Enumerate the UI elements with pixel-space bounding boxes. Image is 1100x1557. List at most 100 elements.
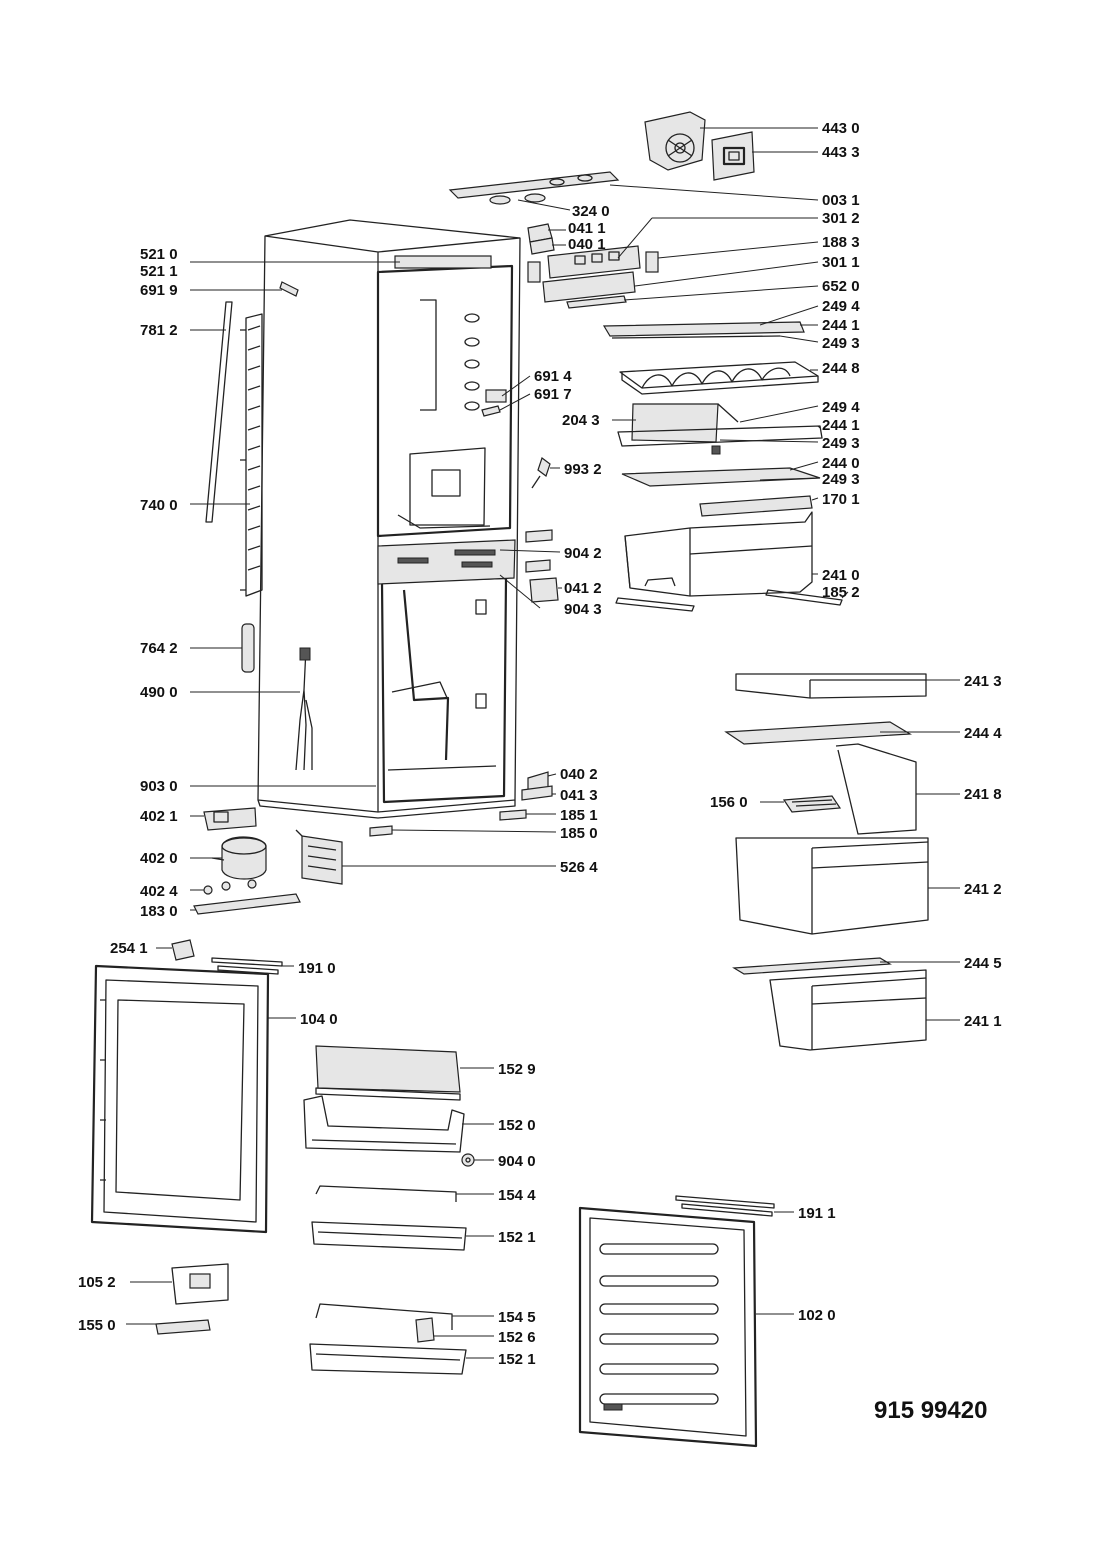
small-clips-part (481, 389, 507, 417)
bottle-balcony-lower-part (309, 1343, 467, 1375)
label-904-0: 904 0 (498, 1153, 536, 1170)
fridge-door-part (90, 964, 270, 1234)
label-185-2: 185 2 (822, 584, 860, 601)
compressor-tray-part (203, 807, 257, 831)
freezer-door-part (578, 1206, 758, 1448)
label-521-0: 521 0 (140, 246, 178, 263)
label-993-2: 993 2 (564, 461, 602, 478)
refrigerator-cabinet-part (257, 219, 521, 819)
top-hinge-part (527, 223, 555, 255)
label-244-4: 244 4 (964, 725, 1002, 742)
label-904-2: 904 2 (564, 545, 602, 562)
back-condenser-part (205, 301, 263, 597)
washer-part (461, 1153, 475, 1167)
ice-tray-part (782, 795, 842, 813)
balcony-rail-lower-part (315, 1303, 453, 1330)
lower-glass-shelf-part (621, 467, 821, 487)
lid-caps-part (489, 193, 546, 205)
label-041-3: 041 3 (560, 787, 598, 804)
shelf-box-part (617, 403, 823, 455)
label-244-1-upper: 244 1 (822, 317, 860, 334)
label-152-0: 152 0 (498, 1117, 536, 1134)
label-191-0: 191 0 (298, 960, 336, 977)
label-241-8: 241 8 (964, 786, 1002, 803)
label-244-5: 244 5 (964, 955, 1002, 972)
feet-part (369, 809, 527, 837)
label-249-3-lower: 249 3 (822, 471, 860, 488)
drawer-rails-part (615, 589, 843, 612)
freezer-door-gasket-part (675, 1195, 775, 1217)
label-204-3: 204 3 (562, 412, 600, 429)
grommets-part (203, 879, 257, 895)
label-040-2: 040 2 (560, 766, 598, 783)
wine-rack-part (619, 361, 819, 395)
freezer-drawer-lower-part (769, 969, 927, 1051)
label-040-1: 040 1 (568, 236, 606, 253)
door-stop-part (171, 939, 195, 961)
label-691-4: 691 4 (534, 368, 572, 385)
power-cord-part (295, 647, 313, 771)
label-003-1: 003 1 (822, 192, 860, 209)
label-249-4-upper: 249 4 (822, 298, 860, 315)
label-443-0: 443 0 (822, 120, 860, 137)
label-241-0: 241 0 (822, 567, 860, 584)
label-244-8: 244 8 (822, 360, 860, 377)
label-183-0: 183 0 (140, 903, 178, 920)
label-191-1: 191 1 (798, 1205, 836, 1222)
small-pin-part (279, 281, 299, 297)
fan-motor-part (644, 111, 706, 171)
label-652-0: 652 0 (822, 278, 860, 295)
balcony-rail-upper-part (315, 1185, 457, 1202)
label-188-3: 188 3 (822, 234, 860, 251)
label-152-6: 152 6 (498, 1329, 536, 1346)
label-490-0: 490 0 (140, 684, 178, 701)
top-cover-part (448, 171, 620, 199)
label-154-4: 154 4 (498, 1187, 536, 1204)
freezer-flap-part (835, 743, 917, 835)
label-244-0: 244 0 (822, 455, 860, 472)
label-156-0: 156 0 (710, 794, 748, 811)
label-249-3-middle: 249 3 (822, 435, 860, 452)
label-170-1: 170 1 (822, 491, 860, 508)
freezer-tray-part (735, 673, 927, 699)
label-249-3-upper: 249 3 (822, 335, 860, 352)
label-443-3: 443 3 (822, 144, 860, 161)
label-740-0: 740 0 (140, 497, 178, 514)
bottle-balcony-upper-part (311, 1221, 467, 1251)
label-152-1-upper: 152 1 (498, 1229, 536, 1246)
label-691-9: 691 9 (140, 282, 178, 299)
electronic-module-part (295, 829, 343, 885)
label-102-0: 102 0 (798, 1307, 836, 1324)
fan-cover-part (711, 131, 755, 181)
label-526-4: 526 4 (560, 859, 598, 876)
label-402-0: 402 0 (140, 850, 178, 867)
hinge-kit-part (171, 1263, 229, 1305)
label-185-0: 185 0 (560, 825, 598, 842)
label-041-2: 041 2 (564, 580, 602, 597)
part-labels: 443 0 443 3 003 1 324 0 041 1 040 1 301 … (78, 120, 1002, 1368)
label-904-3: 904 3 (564, 601, 602, 618)
label-241-3: 241 3 (964, 673, 1002, 690)
label-105-2: 105 2 (78, 1274, 116, 1291)
freezer-drawer-upper-part (735, 837, 929, 935)
crisper-drawer-part (624, 511, 813, 597)
label-691-7: 691 7 (534, 386, 572, 403)
label-301-1: 301 1 (822, 254, 860, 271)
base-plate-part (193, 893, 301, 915)
label-764-2: 764 2 (140, 640, 178, 657)
label-241-2: 241 2 (964, 881, 1002, 898)
middle-hinge-part (525, 529, 559, 603)
label-521-1: 521 1 (140, 263, 178, 280)
label-152-1-lower: 152 1 (498, 1351, 536, 1368)
label-241-1: 241 1 (964, 1013, 1002, 1030)
crisper-cover-part (699, 495, 813, 517)
upper-glass-shelf-part (602, 321, 805, 339)
leader-lines (126, 127, 960, 1359)
label-903-0: 903 0 (140, 778, 178, 795)
temperature-sensor-part (531, 457, 551, 489)
door-balcony-part (303, 1095, 465, 1153)
label-152-9: 152 9 (498, 1061, 536, 1078)
filter-drier-part (241, 623, 255, 673)
door-bracket-part (155, 1319, 211, 1335)
